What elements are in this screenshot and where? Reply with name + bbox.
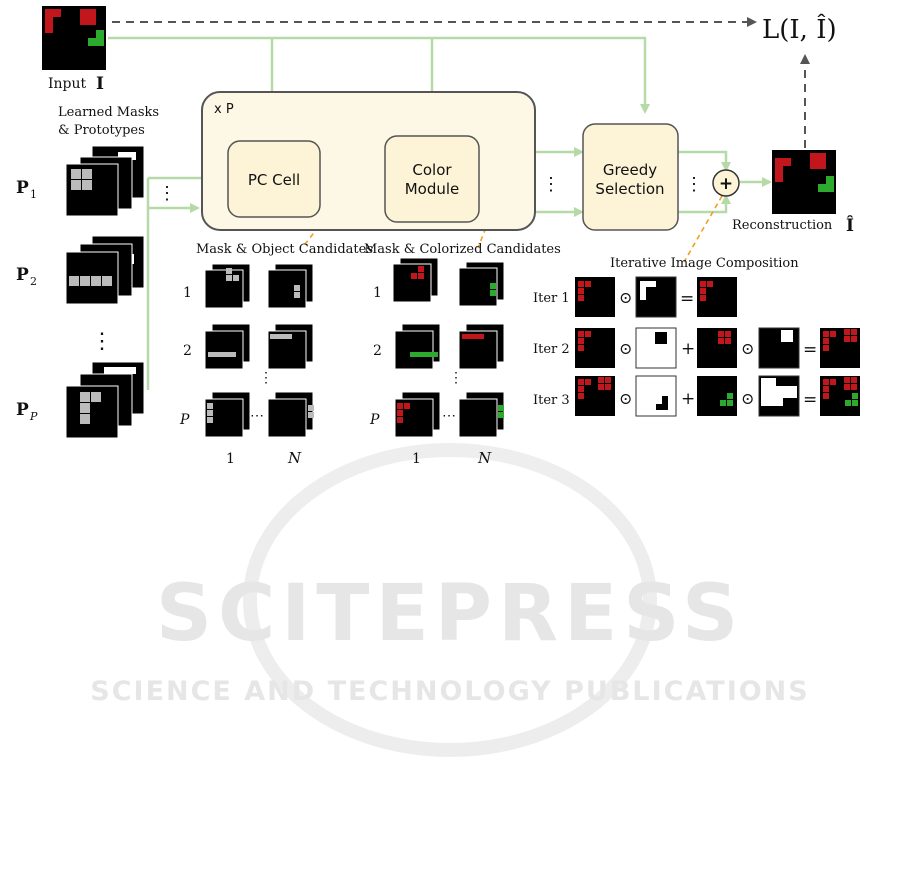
iter-3-equals: = bbox=[803, 390, 817, 410]
input-image bbox=[42, 6, 106, 70]
composition-title: Iterative Image Composition bbox=[610, 256, 799, 271]
reconstruction-label: Reconstruction bbox=[732, 218, 833, 233]
iter-2-plus: + bbox=[681, 339, 695, 359]
pc-cell-label: PC Cell bbox=[248, 171, 300, 189]
right-row-1: 1 bbox=[373, 285, 382, 301]
loss-label: L(I, Î) bbox=[762, 13, 837, 45]
right-col-1: 1 bbox=[412, 451, 421, 467]
iter-3-label: Iter 3 bbox=[533, 393, 570, 408]
prototype-p2-label: P bbox=[16, 265, 29, 285]
watermark-subtitle: SCIENCE AND TECHNOLOGY PUBLICATIONS bbox=[90, 676, 809, 707]
sum-symbol: + bbox=[719, 174, 733, 194]
ellipsis-prototypes: ⋮ bbox=[158, 183, 176, 204]
prototype-stack-1 bbox=[65, 145, 145, 217]
iter-1-label: Iter 1 bbox=[533, 291, 570, 306]
greedy-selection-box bbox=[582, 123, 679, 231]
iter-3-odot-1: ⊙ bbox=[619, 389, 632, 408]
right-col-n: N bbox=[477, 449, 492, 467]
iter-2-odot-1: ⊙ bbox=[619, 339, 632, 358]
repeat-label: x P bbox=[214, 102, 234, 117]
watermark-title: SCITEPRESS bbox=[156, 569, 744, 659]
prototype-p2-sub: 2 bbox=[30, 275, 37, 288]
prototype-pp-sub: P bbox=[29, 410, 38, 423]
iter-3-odot-2: ⊙ bbox=[741, 389, 754, 408]
color-module-line1: Color bbox=[412, 161, 452, 179]
loss-arrows bbox=[112, 17, 810, 148]
watermark: SCITEPRESS SCIENCE AND TECHNOLOGY PUBLIC… bbox=[90, 443, 809, 757]
ellipsis-candidates: ⋮ bbox=[542, 174, 560, 195]
greedy-line2: Selection bbox=[595, 180, 664, 198]
ellipsis-greedy: ⋮ bbox=[685, 174, 703, 195]
input-symbol: I bbox=[96, 74, 104, 94]
prototype-stack-2 bbox=[65, 235, 145, 305]
prototype-p1-sub: 1 bbox=[30, 188, 37, 201]
candidates-right-title: Mask & Colorized Candidates bbox=[364, 242, 561, 257]
greedy-line1: Greedy bbox=[603, 161, 657, 179]
iter-3-plus: + bbox=[681, 389, 695, 409]
left-ellipsis-v: ⋮ bbox=[259, 370, 273, 386]
right-row-p: P bbox=[369, 412, 380, 428]
color-module-box bbox=[384, 135, 480, 223]
input-label: Input bbox=[48, 76, 87, 92]
left-row-p: P bbox=[179, 412, 190, 428]
color-module-line2: Module bbox=[405, 180, 460, 198]
prototypes-title-1: Learned Masks bbox=[58, 105, 159, 120]
left-row-2: 2 bbox=[183, 343, 192, 359]
prototype-p1-label: P bbox=[16, 178, 29, 198]
right-ellipsis-v: ⋮ bbox=[449, 370, 463, 386]
ellipsis-prototype-list: ⋮ bbox=[91, 329, 113, 354]
candidates-left-title: Mask & Object Candidates bbox=[196, 242, 373, 257]
prototype-pp-label: P bbox=[16, 400, 29, 420]
reconstruction-symbol: Î bbox=[846, 215, 854, 236]
left-col-n: N bbox=[287, 449, 302, 467]
iter-1-odot: ⊙ bbox=[619, 288, 632, 307]
left-row-1: 1 bbox=[183, 285, 192, 301]
candidate-grid-left: 1 2 P 1 N ⋮ ⋯ bbox=[179, 263, 314, 467]
prototype-stack-p bbox=[65, 361, 145, 439]
right-ellipsis-h: ⋯ bbox=[442, 408, 456, 424]
left-ellipsis-h: ⋯ bbox=[250, 408, 264, 424]
sum-node bbox=[712, 169, 740, 197]
iter-2-odot-2: ⊙ bbox=[741, 339, 754, 358]
pc-cell-box bbox=[227, 140, 321, 218]
candidate-grid-right: 1 2 P 1 N ⋮ ⋯ bbox=[369, 257, 505, 467]
reconstruction-image bbox=[772, 150, 836, 214]
right-row-2: 2 bbox=[373, 343, 382, 359]
iter-2-label: Iter 2 bbox=[533, 342, 570, 357]
prototypes-title-2: & Prototypes bbox=[58, 123, 145, 138]
left-col-1: 1 bbox=[226, 451, 235, 467]
iter-1-equals: = bbox=[680, 289, 694, 309]
composition-rows: Iter 1 ⊙ = Iter 2 ⊙ + ⊙ = Iter 3 ⊙ + bbox=[533, 276, 860, 417]
iter-2-equals: = bbox=[803, 340, 817, 360]
